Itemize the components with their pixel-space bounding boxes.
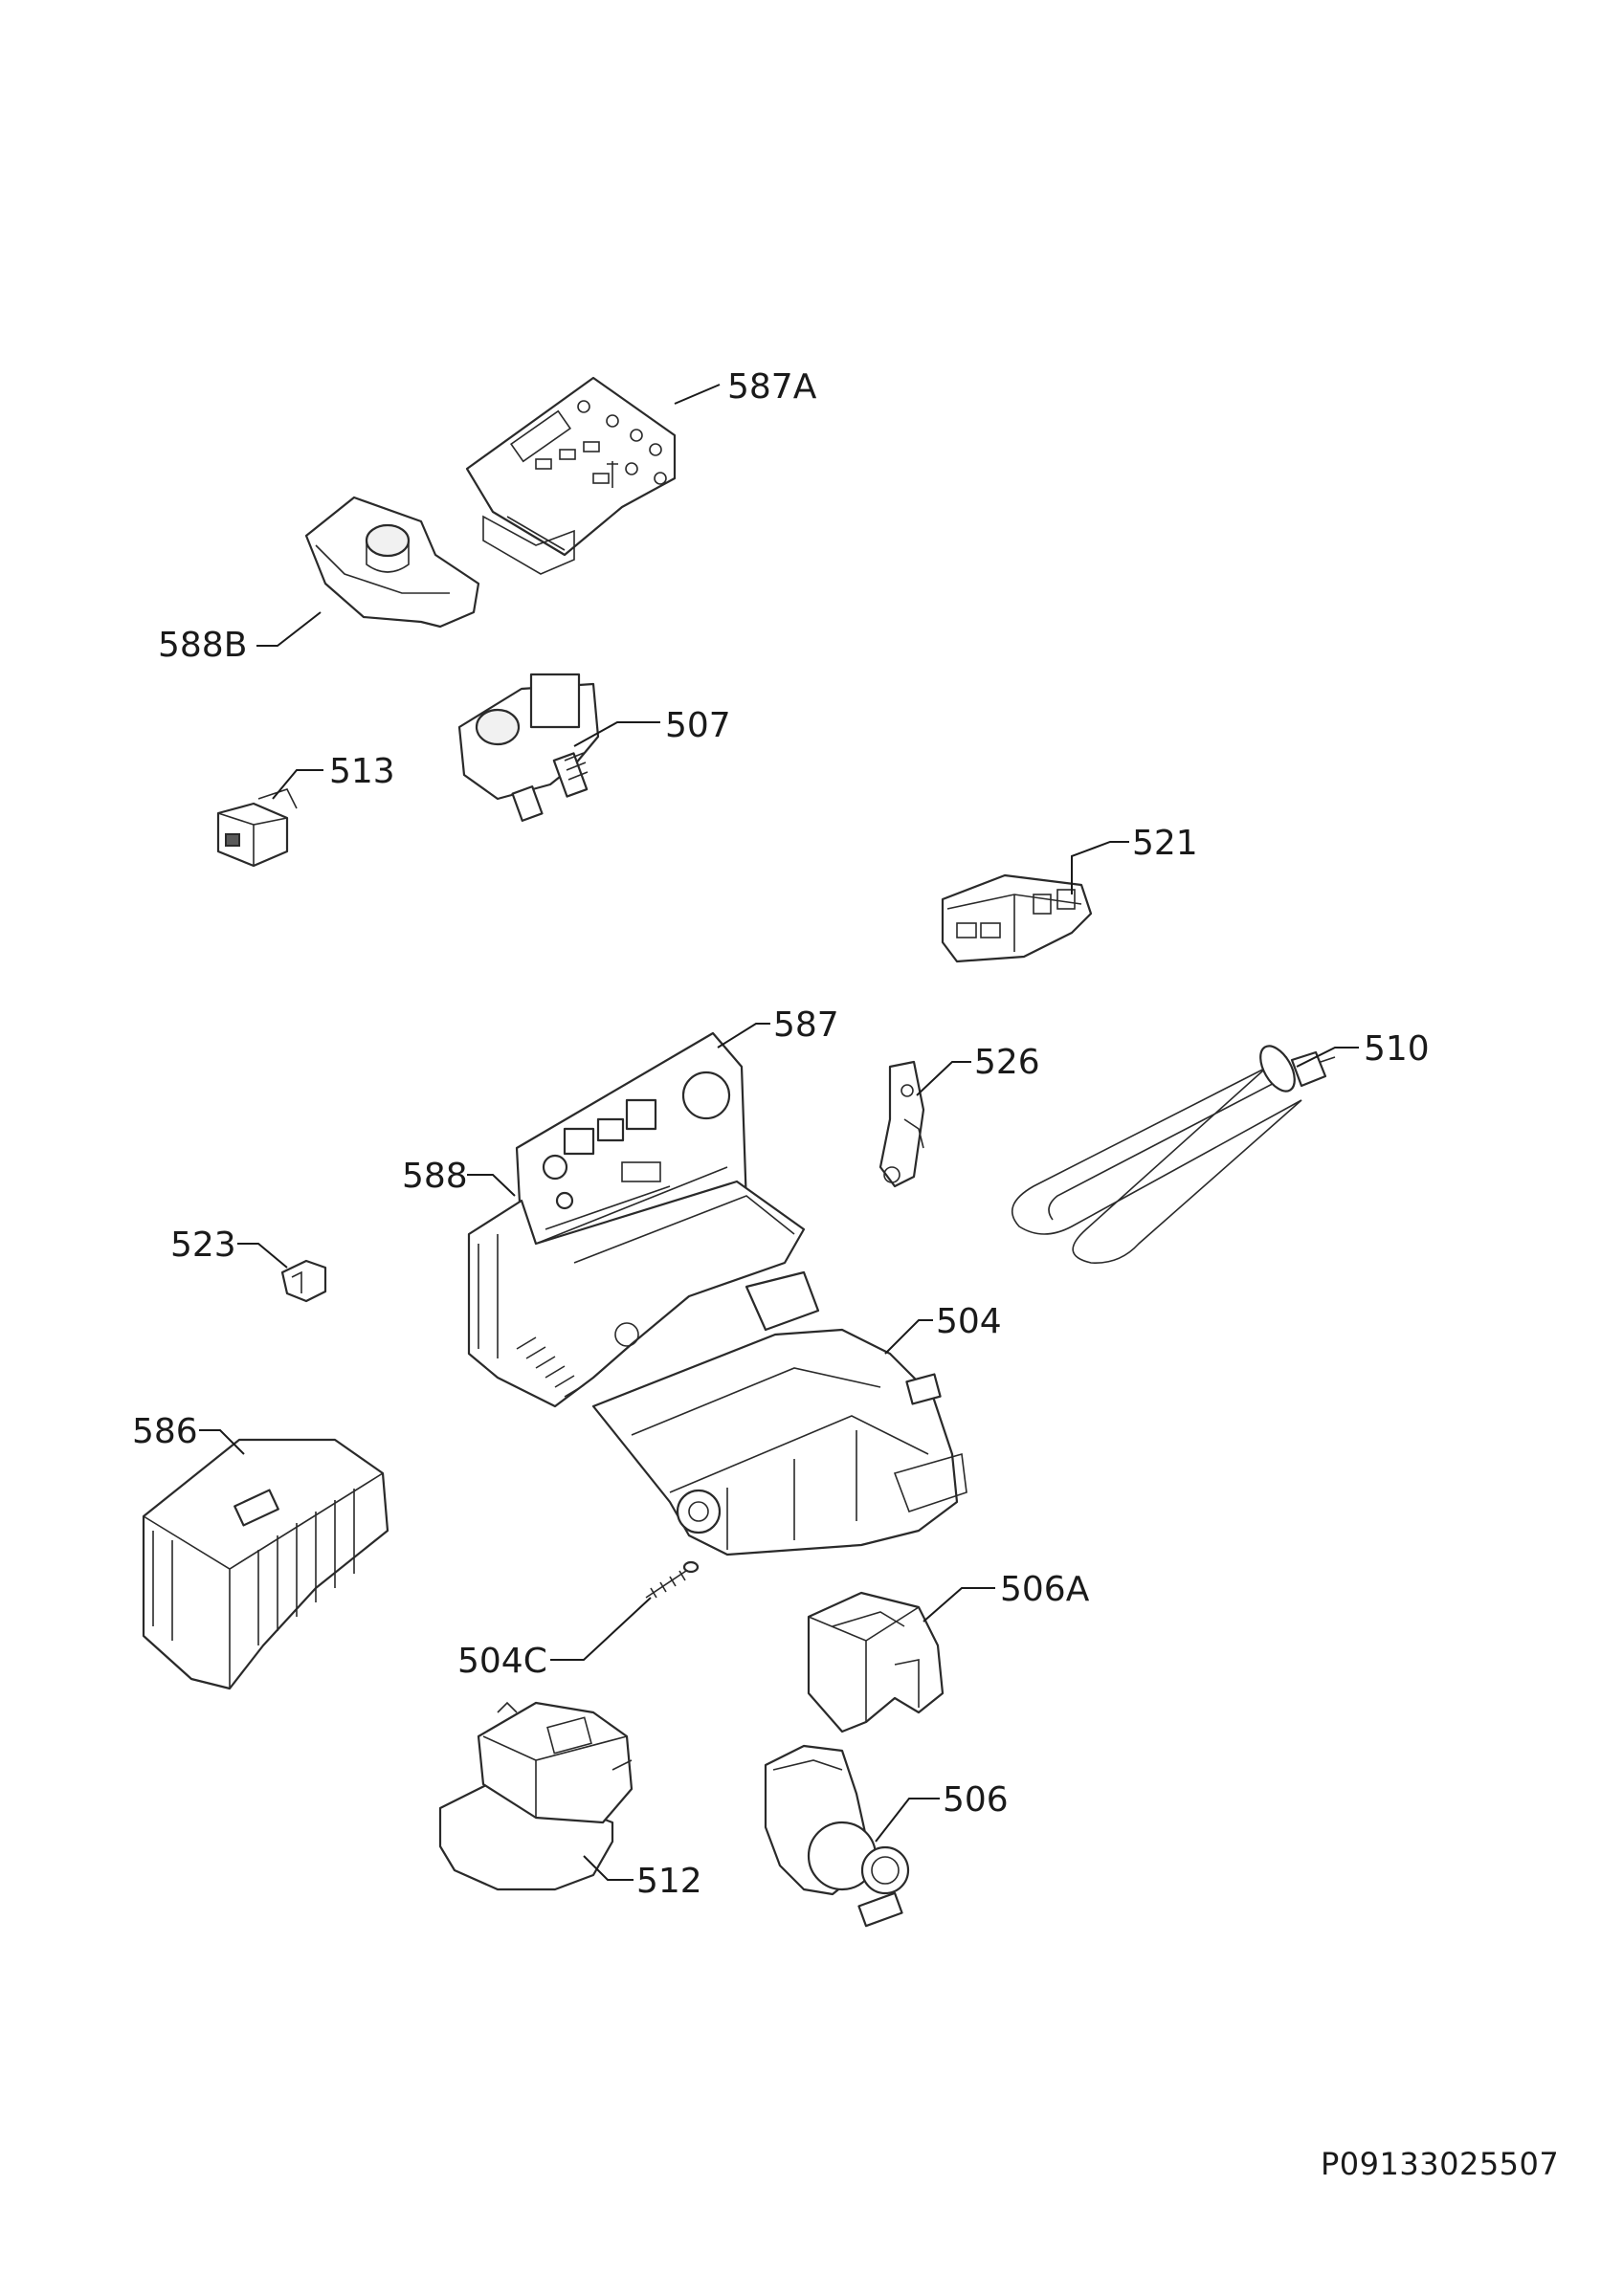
- leader-523: [237, 1243, 288, 1269]
- part-521-drawing: [941, 873, 1093, 963]
- label-521: 521: [1132, 824, 1198, 863]
- leader-521: [1071, 841, 1129, 894]
- leader-588: [467, 1174, 516, 1197]
- part-586-drawing: [142, 1438, 389, 1690]
- label-587: 587: [773, 1005, 839, 1045]
- part-510-drawing: [1011, 1045, 1336, 1264]
- label-504: 504: [936, 1302, 1002, 1341]
- part-504-drawing: [591, 1270, 967, 1556]
- leader-588B: [256, 611, 322, 647]
- leader-504: [884, 1319, 933, 1355]
- label-506A: 506A: [1000, 1570, 1090, 1609]
- label-587A: 587A: [727, 367, 817, 407]
- leader-506A: [923, 1587, 995, 1623]
- part-513-drawing: [216, 788, 298, 868]
- part-587A-drawing: [465, 376, 677, 575]
- part-512-drawing: [438, 1701, 634, 1891]
- label-507: 507: [665, 706, 731, 745]
- part-506-drawing: [764, 1744, 910, 1928]
- leader-587: [717, 1023, 770, 1049]
- leader-587A: [674, 384, 721, 405]
- part-506A-drawing: [807, 1591, 945, 1733]
- leader-510: [1296, 1047, 1359, 1068]
- part-588B-drawing: [304, 496, 480, 629]
- leader-513: [272, 769, 323, 800]
- label-588B: 588B: [158, 626, 247, 665]
- leader-586: [199, 1429, 245, 1455]
- leader-504C: [550, 1597, 652, 1661]
- label-512: 512: [636, 1862, 702, 1901]
- label-588: 588: [402, 1157, 468, 1196]
- part-504C-drawing: [645, 1560, 700, 1599]
- leader-512: [583, 1855, 634, 1881]
- label-513: 513: [329, 752, 395, 791]
- label-523: 523: [170, 1225, 236, 1265]
- part-526-drawing: [878, 1060, 925, 1188]
- part-588-drawing: [467, 1180, 806, 1408]
- part-507-drawing: [457, 673, 600, 822]
- label-504C: 504C: [457, 1642, 547, 1681]
- document-code: P09133025507: [1321, 2146, 1560, 2182]
- label-510: 510: [1364, 1029, 1430, 1069]
- part-523-drawing: [280, 1259, 327, 1303]
- label-526: 526: [974, 1043, 1040, 1082]
- leader-526: [916, 1061, 971, 1096]
- label-586: 586: [132, 1412, 198, 1451]
- leader-507: [573, 721, 660, 747]
- leader-506: [875, 1798, 940, 1843]
- label-506: 506: [943, 1780, 1009, 1820]
